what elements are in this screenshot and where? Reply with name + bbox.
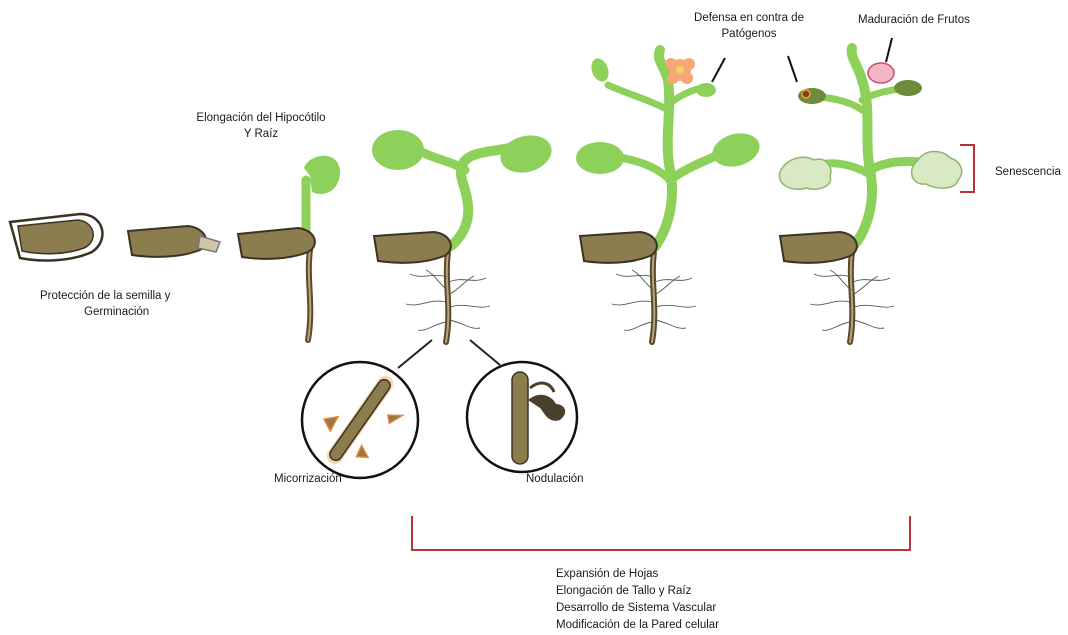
growth-item-cell-wall-modification: Modificación de la Pared celular	[556, 617, 719, 634]
label-mycorrhization: Micorrización	[274, 471, 342, 487]
growth-processes-list: Expansión de Hojas Elongación de Tallo y…	[556, 566, 719, 634]
label-defense: Defensa en contra de Patógenos	[676, 10, 822, 42]
label-fruit-ripening: Maduración de Frutos	[858, 12, 970, 28]
flowering-plant-icon	[576, 50, 763, 342]
young-plant-icon	[372, 130, 556, 368]
label-hypocotyl-line2: Y Raíz	[178, 126, 344, 142]
germinating-seed-icon	[128, 226, 220, 257]
senescent-plant-icon	[779, 38, 961, 342]
seed-with-coat-icon	[10, 214, 102, 260]
mycorrhization-zoom-circle	[302, 360, 418, 481]
label-seed-protection: Protección de la semilla y Germinación	[40, 288, 260, 320]
label-seed-protection-line2: Germinación	[40, 304, 260, 320]
growth-bracket	[412, 516, 910, 550]
growth-item-vascular-development: Desarrollo de Sistema Vascular	[556, 600, 719, 617]
growth-item-leaf-expansion: Expansión de Hojas	[556, 566, 719, 583]
fruit-icon	[868, 63, 894, 83]
flower-icon	[665, 58, 695, 84]
label-hypocotyl-line1: Elongación del Hipocótilo	[178, 110, 344, 126]
label-seed-protection-line1: Protección de la semilla y	[40, 288, 260, 304]
label-defense-line2: Patógenos	[676, 26, 822, 42]
growth-item-stem-root-elongation: Elongación de Tallo y Raíz	[556, 583, 719, 600]
nodulation-zoom-circle	[467, 362, 577, 472]
label-defense-line1: Defensa en contra de	[676, 10, 822, 26]
label-nodulation: Nodulación	[526, 471, 584, 487]
label-senescence: Senescencia	[995, 164, 1061, 180]
label-hypocotyl: Elongación del Hipocótilo Y Raíz	[178, 110, 344, 142]
